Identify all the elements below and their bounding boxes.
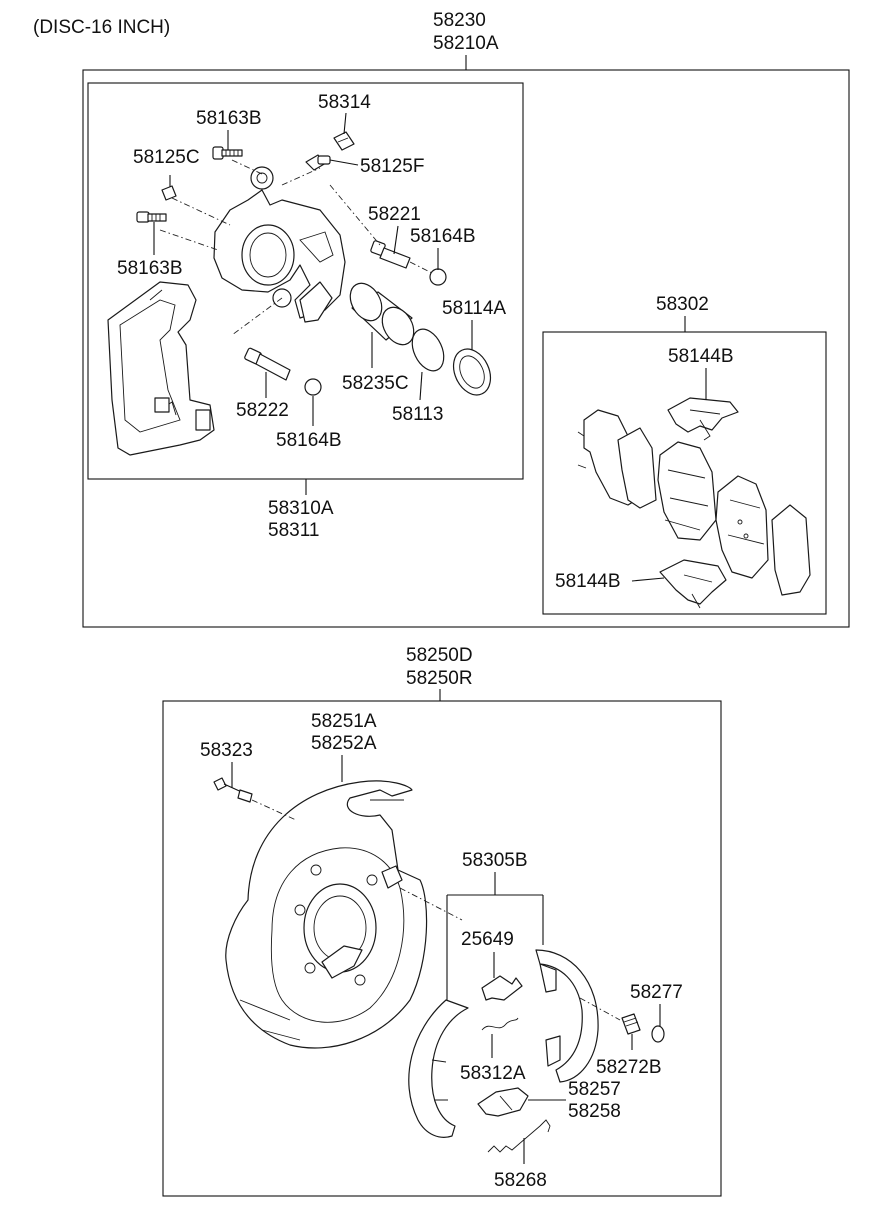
label-hold-spring[interactable]: 58272B — [596, 1057, 662, 1078]
label-dust-cover-a[interactable]: 58251A — [311, 711, 377, 732]
strut-icon[interactable] — [477, 1087, 529, 1117]
pad-clip-bottom-icon[interactable] — [659, 559, 727, 609]
bolt-upper-icon[interactable] — [212, 146, 243, 160]
bleeder-left-icon[interactable] — [161, 175, 177, 201]
label-pad-clip-bottom[interactable]: 58144B — [555, 571, 621, 592]
label-strut-b[interactable]: 58258 — [568, 1101, 621, 1122]
label-pad-kit[interactable]: 58302 — [656, 294, 709, 315]
guide-pin-upper-icon[interactable] — [370, 240, 411, 269]
label-guide-pin-lower[interactable]: 58222 — [236, 400, 289, 421]
guide-pin-lower-icon[interactable] — [244, 347, 291, 381]
label-sensor-bolt[interactable]: 58323 — [200, 740, 253, 761]
label-parking-assy-a[interactable]: 58250D — [406, 645, 473, 666]
pad-kit-box — [542, 331, 827, 615]
label-assy-b[interactable]: 58210A — [433, 33, 499, 54]
label-seal-kit[interactable]: 58114A — [442, 298, 506, 319]
label-parking-assy-b[interactable]: 58250R — [406, 668, 473, 689]
spring-upper-icon[interactable] — [481, 1017, 519, 1031]
label-pad-clip-top[interactable]: 58144B — [668, 346, 734, 367]
parking-assembly-box — [162, 700, 722, 1197]
label-boot-upper[interactable]: 58164B — [410, 226, 476, 247]
dust-shield-icon[interactable] — [225, 780, 428, 1049]
label-spring-upper[interactable]: 58312A — [460, 1063, 526, 1084]
page-heading: (DISC-16 INCH) — [33, 17, 170, 38]
bleeder-right-icon[interactable] — [305, 154, 331, 171]
piston-icon[interactable] — [344, 278, 420, 351]
label-boot-lower[interactable]: 58164B — [276, 430, 342, 451]
piston-seal-icon[interactable] — [406, 324, 450, 376]
label-bolt-top[interactable]: 58163B — [196, 108, 262, 129]
seal-kit-icon[interactable] — [446, 343, 497, 401]
label-cup[interactable]: 58277 — [630, 982, 683, 1003]
label-caliper-a[interactable]: 58310A — [268, 498, 334, 519]
bleeder-cap-icon[interactable] — [333, 131, 355, 151]
label-bolt-lower[interactable]: 58163B — [117, 258, 183, 279]
sensor-bolt-icon[interactable] — [213, 777, 253, 803]
adjuster-icon[interactable] — [481, 975, 523, 1001]
parking-shoe-icon[interactable] — [408, 949, 599, 1138]
label-piston-seal[interactable]: 58113 — [392, 404, 443, 425]
disc-assembly-box — [82, 69, 850, 628]
hold-spring-icon[interactable] — [621, 1013, 641, 1035]
boot-upper-icon[interactable] — [429, 268, 447, 286]
bolt-lower-icon[interactable] — [136, 211, 167, 223]
label-piston[interactable]: 58235C — [342, 373, 409, 394]
pad-clip-top-icon[interactable] — [667, 397, 739, 441]
label-shoe-kit[interactable]: 58305B — [462, 850, 528, 871]
label-guide-pin-upper[interactable]: 58221 — [368, 204, 421, 225]
caliper-carrier-icon[interactable] — [107, 281, 215, 456]
brake-pad-icon[interactable] — [577, 409, 811, 596]
label-bleeder-left[interactable]: 58125C — [133, 147, 200, 168]
label-assy-a[interactable]: 58230 — [433, 10, 486, 31]
boot-lower-icon[interactable] — [304, 378, 322, 396]
label-dust-cover-b[interactable]: 58252A — [311, 733, 377, 754]
label-caliper-b[interactable]: 58311 — [268, 520, 319, 541]
label-strut-a[interactable]: 58257 — [568, 1079, 621, 1100]
brake-caliper-icon[interactable] — [213, 166, 346, 323]
label-adjuster[interactable]: 25649 — [461, 929, 514, 950]
cup-icon[interactable] — [651, 1025, 665, 1043]
return-spring-icon[interactable] — [487, 1119, 551, 1153]
label-bleeder-cap[interactable]: 58314 — [318, 92, 371, 113]
label-return-spring[interactable]: 58268 — [494, 1170, 547, 1191]
label-bleeder-right[interactable]: 58125F — [360, 156, 424, 177]
